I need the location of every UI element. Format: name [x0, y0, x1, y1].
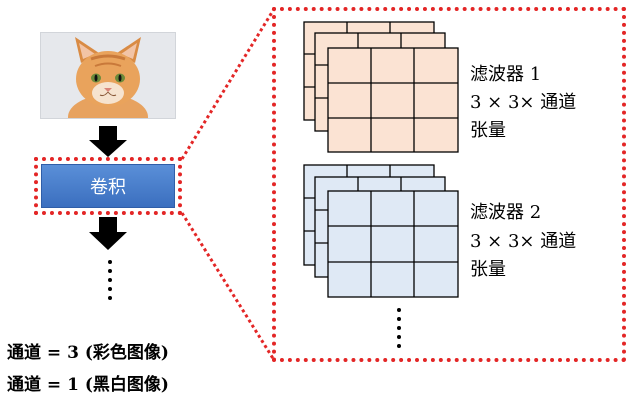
filter-1-name: 滤波器 1 [470, 64, 542, 85]
filter-1-kind: 张量 [470, 120, 506, 141]
cat-image [40, 32, 176, 139]
filter-2-kind: 张量 [470, 259, 506, 280]
conv-highlight-frame [34, 157, 182, 215]
channel-note-color: 通道 = 3 (彩色图像) [7, 343, 169, 363]
filter-2-name: 滤波器 2 [470, 202, 542, 223]
down-arrow-icon [89, 126, 127, 157]
down-arrow-icon [89, 217, 127, 250]
filter-2-stack [303, 164, 459, 298]
filter-1-dims: 3 × 3× 通道 [470, 92, 577, 113]
filter-2-dims: 3 × 3× 通道 [470, 231, 577, 252]
filter-detail-frame [272, 7, 626, 362]
channel-note-gray: 通道 = 1 (黑白图像) [7, 375, 169, 395]
conv-button[interactable]: 卷积 [41, 164, 175, 208]
ellipsis-vertical-icon [397, 308, 401, 348]
ellipsis-vertical-icon [108, 260, 112, 300]
filter-1-stack [303, 21, 459, 153]
